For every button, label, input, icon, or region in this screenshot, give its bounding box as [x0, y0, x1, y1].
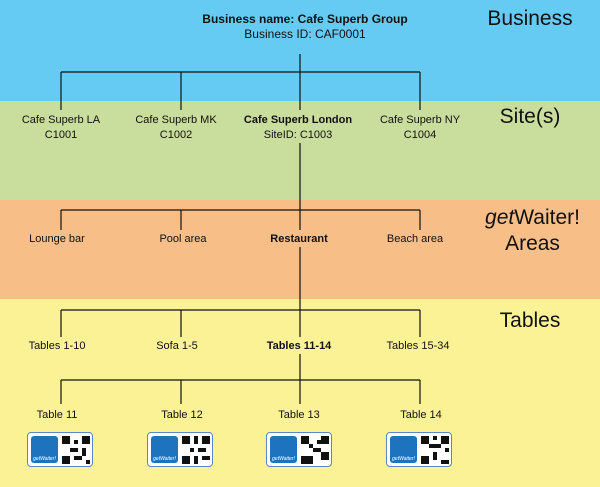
site-node: Cafe Superb LA C1001 [22, 113, 100, 143]
business-name: Business name: Cafe Superb Group [202, 12, 408, 26]
site-node-selected: Cafe Superb London SiteID: C1003 [244, 113, 352, 143]
qr-code-icon [421, 436, 449, 464]
table-group-node: Tables 15-34 [386, 340, 450, 352]
area-node: Beach area [386, 233, 444, 245]
getwaiter-logo-icon: getWaiter! [151, 436, 178, 463]
business-id: Business ID: CAF0001 [244, 27, 366, 41]
area-node: Lounge bar [29, 233, 85, 245]
level-label-areas: getWaiter! Areas [470, 205, 595, 257]
table-node: Table 13 [278, 409, 320, 421]
level-label-tables: Tables [499, 309, 561, 332]
level-label-areas-italic: get [485, 206, 515, 229]
site-name: Cafe Superb NY [379, 114, 461, 126]
site-id: C1002 [159, 129, 193, 141]
qr-code-card: getWaiter! [147, 432, 213, 467]
area-node-selected: Restaurant [270, 233, 328, 245]
table-node: Table 14 [400, 409, 442, 421]
qr-code-icon [182, 436, 210, 464]
business-node: Business name: Cafe Superb Group Busines… [202, 12, 407, 42]
site-name: Cafe Superb MK [135, 114, 217, 126]
site-name: Cafe Superb LA [21, 114, 101, 126]
site-id: C1001 [44, 129, 78, 141]
table-node: Table 12 [161, 409, 203, 421]
level-label-business: Business [487, 7, 573, 30]
site-name: Cafe Superb London [243, 114, 353, 126]
area-node: Pool area [159, 233, 207, 245]
getwaiter-logo-icon: getWaiter! [31, 436, 58, 463]
table-group-node: Tables 1-10 [28, 340, 86, 352]
level-label-areas-rest: Waiter! [514, 206, 580, 229]
qr-code-card: getWaiter! [266, 432, 332, 467]
table-group-node: Sofa 1-5 [156, 340, 198, 352]
qr-code-card: getWaiter! [386, 432, 452, 467]
qr-code-icon [301, 436, 329, 464]
getwaiter-logo-icon: getWaiter! [270, 436, 297, 463]
level-label-areas-line2: Areas [505, 232, 560, 255]
site-node: Cafe Superb NY C1004 [380, 113, 460, 143]
getwaiter-logo-icon: getWaiter! [390, 436, 417, 463]
site-id: SiteID: C1003 [263, 129, 333, 141]
qr-code-card: getWaiter! [27, 432, 93, 467]
table-node: Table 11 [36, 409, 78, 421]
level-label-sites: Site(s) [499, 105, 561, 128]
site-node: Cafe Superb MK C1002 [135, 113, 216, 143]
site-id: C1004 [403, 129, 437, 141]
qr-code-icon [62, 436, 90, 464]
table-group-node-selected: Tables 11-14 [266, 340, 332, 352]
